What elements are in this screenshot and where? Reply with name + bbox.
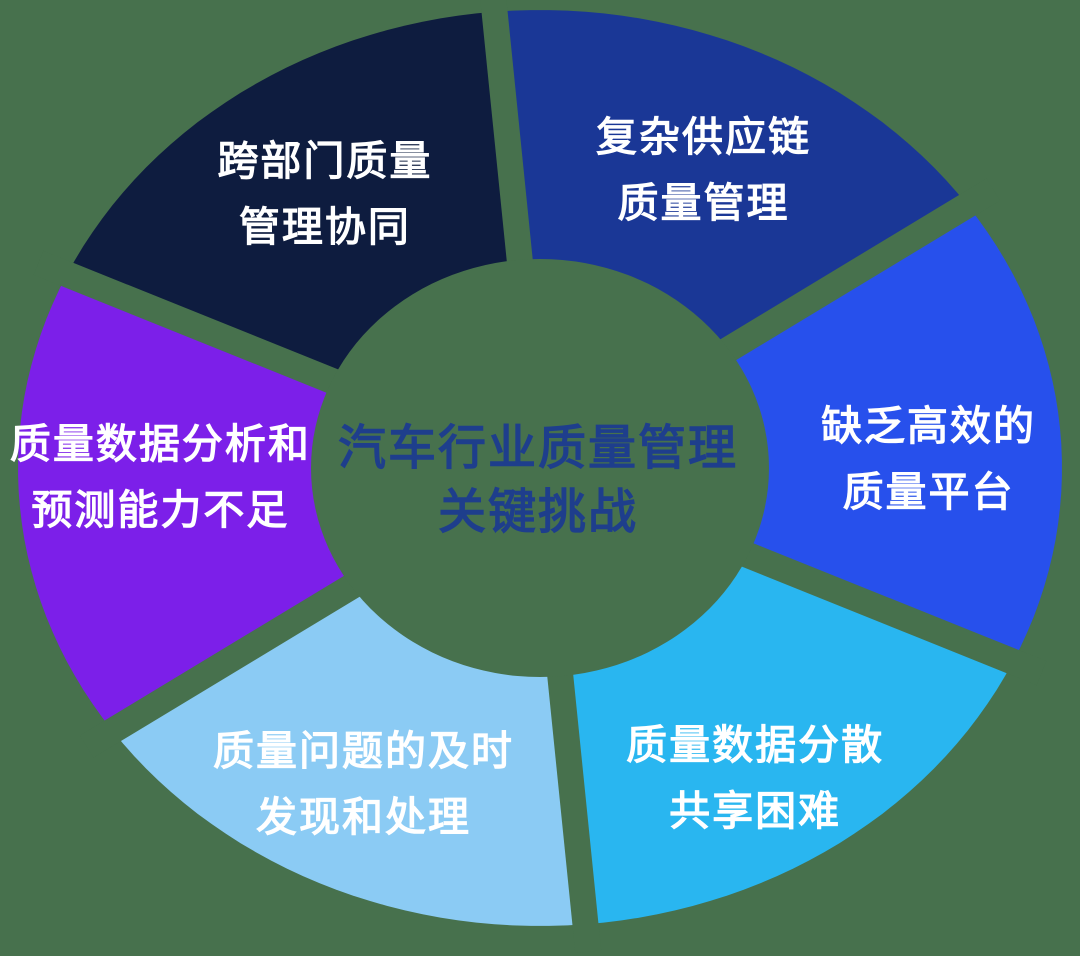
diagram-title-line1: 汽车行业质量管理 [337,422,739,475]
segment-label-bottom-left: 质量问题的及时发现和处理 [213,718,514,850]
segment-label-right-line2: 质量平台 [842,468,1015,515]
segment-label-top-right-line1: 复杂供应链 [595,114,811,161]
segment-label-right: 缺乏高效的质量平台 [821,393,1036,525]
segment-label-left-line1: 质量数据分析和 [9,421,311,468]
segment-label-top-left-line1: 跨部门质量 [217,138,433,185]
segment-label-bottom-right: 质量数据分散共享困难 [626,712,884,844]
segment-label-left-line2: 预测能力不足 [31,487,290,534]
segment-right-shape [540,205,1062,662]
segment-label-top-left: 跨部门质量管理协同 [217,128,432,260]
segment-label-left: 质量数据分析和预测能力不足 [10,411,311,543]
diagram-title: 汽车行业质量管理 关键挑战 [338,417,738,545]
segment-label-bottom-left-line2: 发现和处理 [256,793,472,840]
segment-label-bottom-left-line1: 质量问题的及时 [213,727,515,774]
donut-center-hole [311,259,769,677]
segment-label-top-right: 复杂供应链质量管理 [596,104,811,236]
segment-label-top-left-line2: 管理协同 [238,204,411,251]
segment-label-top-right-line2: 质量管理 [617,180,790,227]
segment-left-shape [18,274,541,731]
segment-label-bottom-right-line1: 质量数据分散 [626,721,885,768]
segment-label-bottom-right-line2: 共享困难 [669,787,842,834]
segment-label-right-line1: 缺乏高效的 [821,402,1037,449]
diagram-title-line2: 关键挑战 [437,486,639,539]
